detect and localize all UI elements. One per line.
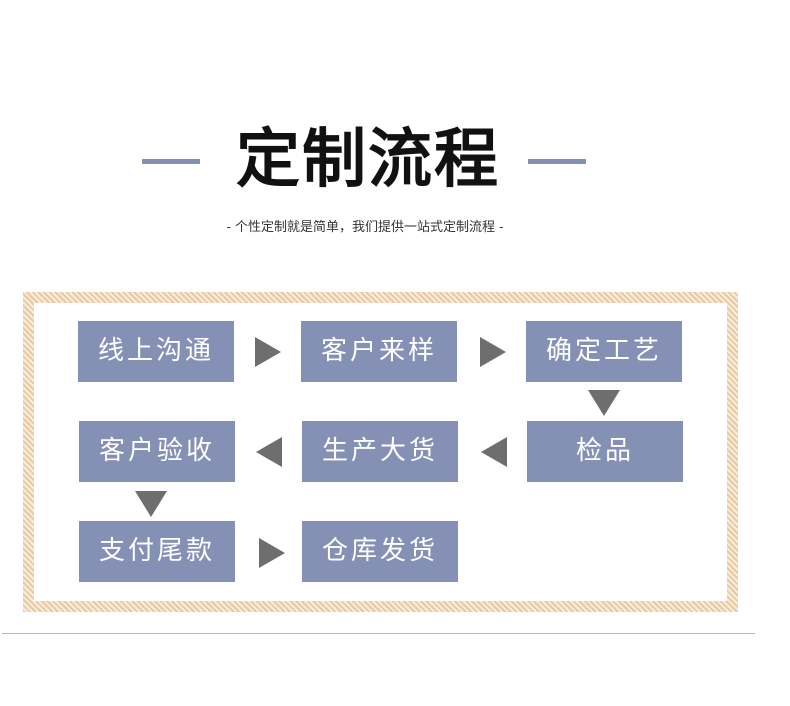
arrow-left-icon bbox=[256, 437, 282, 467]
step-customer-acceptance: 客户验收 bbox=[79, 421, 235, 482]
step-online-communication: 线上沟通 bbox=[78, 321, 234, 382]
step-confirm-process: 确定工艺 bbox=[526, 321, 682, 382]
title-row: 定制流程 bbox=[0, 118, 790, 202]
arrow-down-icon bbox=[135, 491, 167, 517]
arrow-down-icon bbox=[588, 390, 620, 416]
step-customer-sample: 客户来样 bbox=[301, 321, 457, 382]
step-mass-production: 生产大货 bbox=[302, 421, 458, 482]
page-subtitle: - 个性定制就是简单，我们提供一站式定制流程 - bbox=[226, 220, 504, 235]
arrow-right-icon bbox=[259, 538, 285, 568]
title-right-line bbox=[528, 159, 586, 164]
arrow-left-icon bbox=[481, 437, 507, 467]
step-final-payment: 支付尾款 bbox=[79, 521, 235, 582]
step-warehouse-shipping: 仓库发货 bbox=[302, 521, 458, 582]
title-left-line bbox=[142, 159, 200, 164]
arrow-right-icon bbox=[480, 337, 506, 367]
step-inspection: 检品 bbox=[527, 421, 683, 482]
arrow-right-icon bbox=[255, 337, 281, 367]
bottom-divider bbox=[2, 633, 755, 634]
page-title: 定制流程 bbox=[236, 122, 500, 197]
